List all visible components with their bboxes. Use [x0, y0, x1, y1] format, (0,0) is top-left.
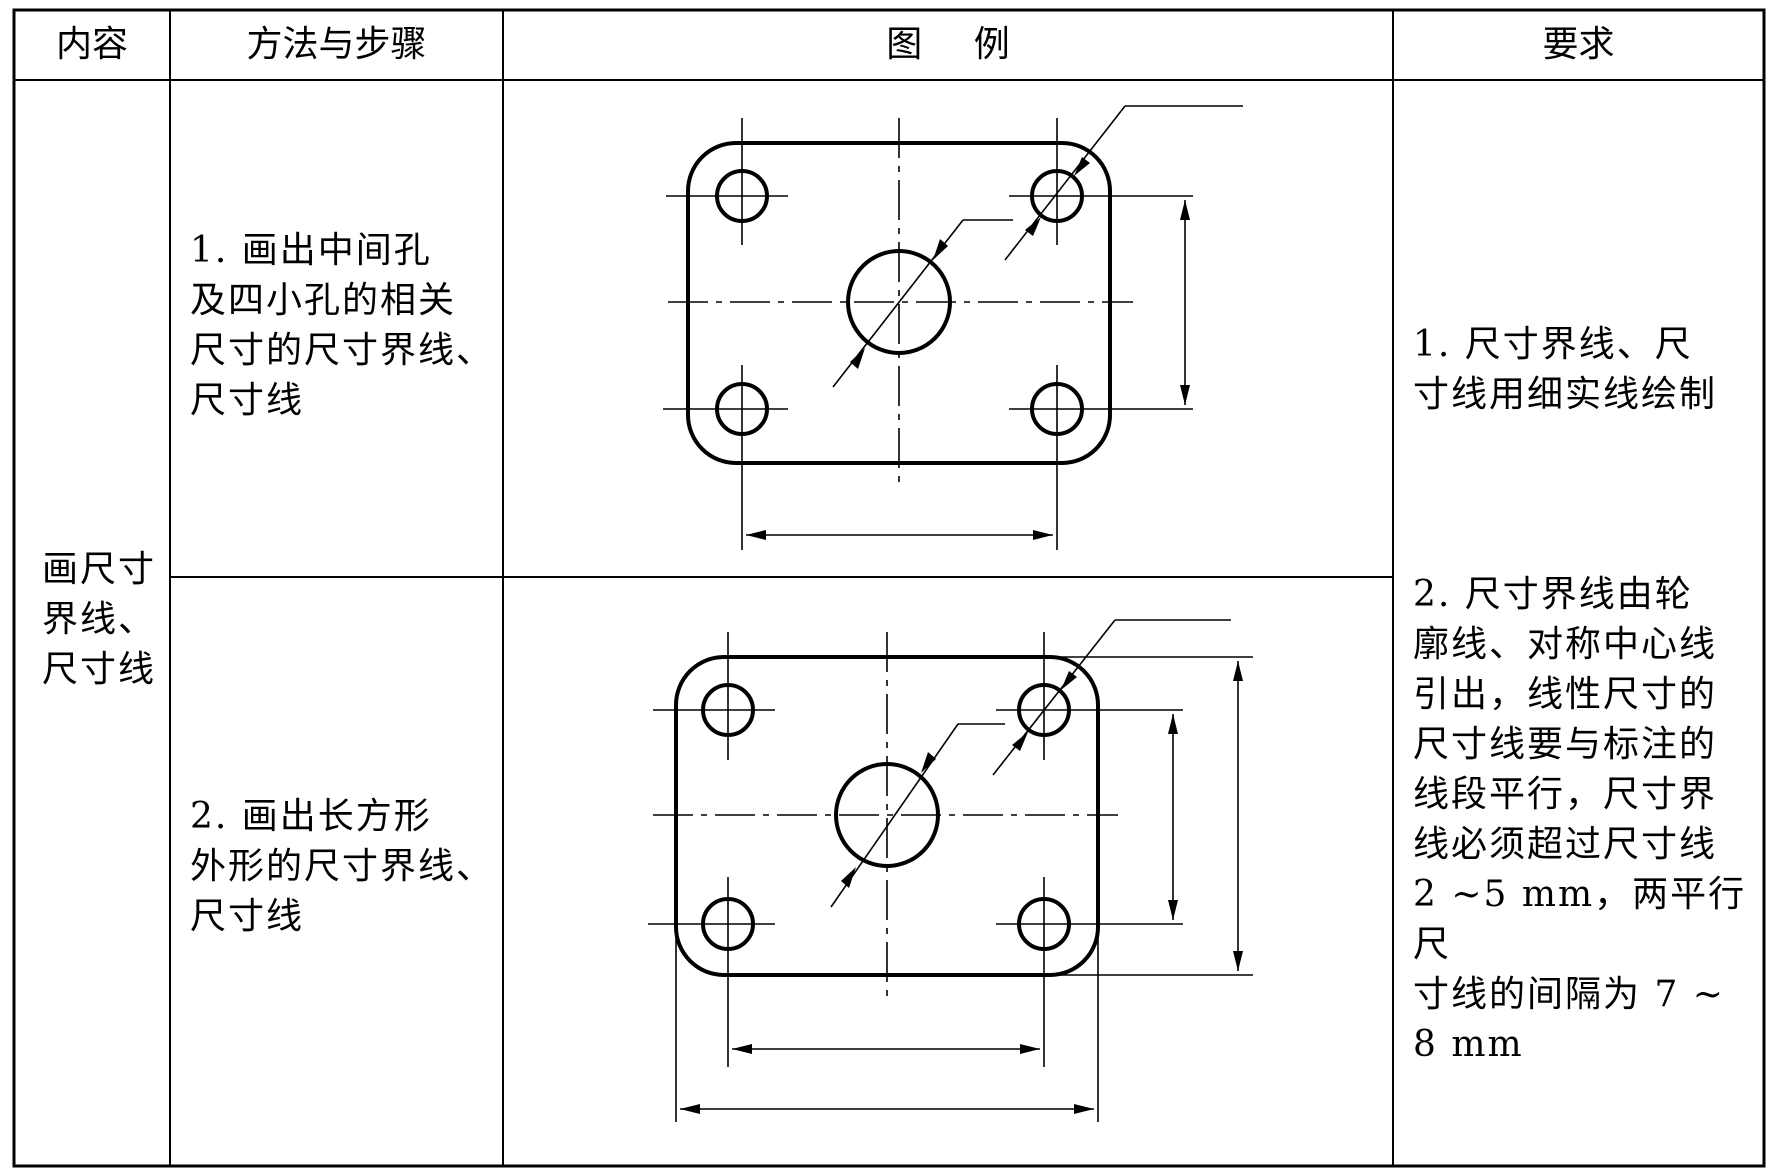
step-2-text: 2. 画出长方形 外形的尺寸界线、 尺寸线 — [190, 796, 495, 937]
header-figure: 图 例 — [886, 24, 1010, 65]
small-hole-leader — [992, 619, 1116, 776]
center-hole — [846, 249, 952, 355]
requirement-1-text: 1. 尺寸界线、尺 寸线用细实线绘制 — [1413, 324, 1718, 415]
header-requirement: 要求 — [1542, 24, 1615, 65]
small-hole-leader — [1004, 105, 1126, 261]
center-hole — [834, 762, 940, 868]
content-cell: 画尺寸 界线、 尺寸线 — [41, 549, 156, 690]
header-method: 方法与步骤 — [246, 24, 427, 65]
figure-1-drawing — [663, 105, 1243, 550]
step-1-text: 1. 画出中间孔 及四小孔的相关 尺寸的尺寸界线、 尺寸线 — [190, 230, 495, 421]
figure-2-drawing — [648, 619, 1253, 1122]
requirement-2-text: 2. 尺寸界线由轮 廓线、对称中心线 引出，线性尺寸的 尺寸线要与标注的 线段平… — [1413, 574, 1747, 1065]
header-content: 内容 — [55, 24, 128, 65]
